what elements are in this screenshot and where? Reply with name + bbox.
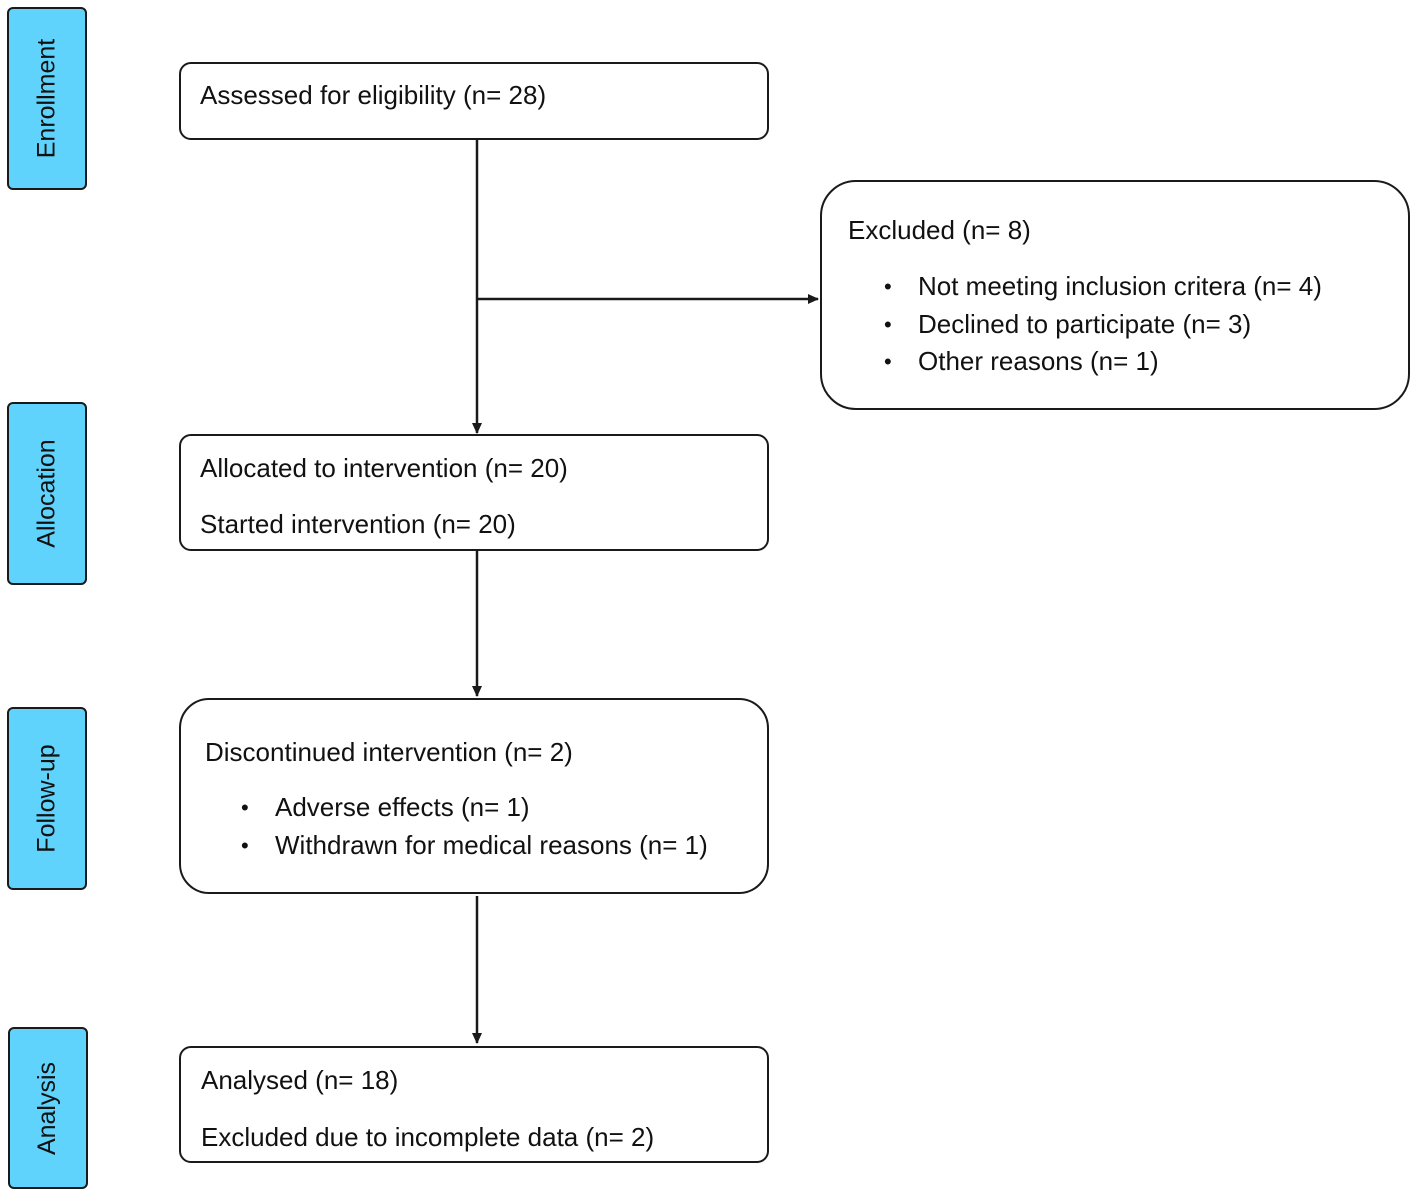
box-follow-up: Discontinued intervention (n= 2) • Adver… [179,698,769,894]
bullet-icon: • [884,349,892,374]
analysis-excluded-text: Excluded due to incomplete data (n= 2) [201,1122,655,1152]
excluded-reason-text: Declined to participate (n= 3) [918,308,1252,339]
box-excluded: Excluded (n= 8) • Not meeting inclusion … [820,180,1410,410]
allocated-text: Allocated to intervention (n= 20) [200,453,568,483]
stage-label-analysis-text: Analysis [33,1061,62,1155]
list-item: • Not meeting inclusion critera (n= 4) [882,268,1322,306]
excluded-reason-text: Other reasons (n= 1) [918,346,1159,376]
box-allocation: Allocated to intervention (n= 20) Starte… [179,434,769,551]
bullet-icon: • [241,832,249,858]
excluded-title: Excluded (n= 8) [848,215,1031,245]
stage-label-allocation-text: Allocation [32,439,61,548]
box-analysis: Analysed (n= 18) Excluded due to incompl… [179,1046,769,1163]
discontinued-reasons-list: • Adverse effects (n= 1) • Withdrawn for… [239,789,708,864]
stage-label-follow-up-text: Follow-up [32,744,61,853]
excluded-reason-text: Not meeting inclusion critera (n= 4) [918,271,1322,301]
stage-label-follow-up: Follow-up [7,707,87,890]
discontinued-reason-text: Adverse effects (n= 1) [275,792,530,822]
excluded-reasons-list: • Not meeting inclusion critera (n= 4) •… [882,268,1322,381]
analysed-text: Analysed (n= 18) [201,1065,399,1095]
list-item: • Adverse effects (n= 1) [239,789,708,827]
discontinued-reason-text: Withdrawn for medical reasons (n= 1) [275,829,708,860]
bullet-icon: • [884,274,892,299]
stage-label-enrollment-text: Enrollment [32,38,61,159]
stage-label-analysis: Analysis [8,1027,88,1189]
discontinued-title: Discontinued intervention (n= 2) [205,737,573,767]
stage-label-enrollment: Enrollment [7,7,87,190]
started-text: Started intervention (n= 20) [200,509,516,539]
bullet-icon: • [884,311,892,337]
list-item: • Withdrawn for medical reasons (n= 1) [239,827,708,865]
list-item: • Other reasons (n= 1) [882,343,1322,381]
stage-label-allocation: Allocation [7,402,87,585]
list-item: • Declined to participate (n= 3) [882,306,1322,344]
assessed-text: Assessed for eligibility (n= 28) [200,80,547,110]
box-assessed-eligibility: Assessed for eligibility (n= 28) [179,62,769,140]
bullet-icon: • [241,795,249,820]
